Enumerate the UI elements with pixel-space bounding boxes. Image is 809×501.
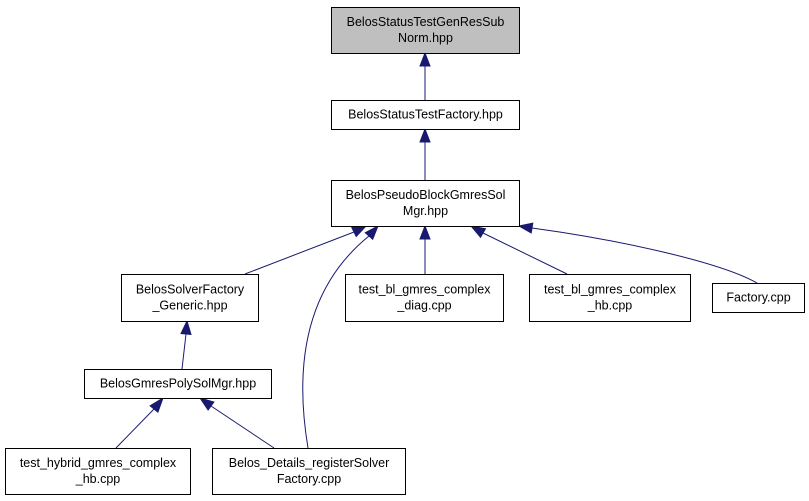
node-n1[interactable]: BelosStatusTestFactory.hpp bbox=[331, 100, 520, 130]
nodes-layer: BelosStatusTestGenResSubNorm.hppBelosSta… bbox=[5, 7, 805, 495]
edge-n7-n3 bbox=[180, 319, 192, 370]
arrowhead-icon bbox=[149, 396, 164, 414]
edge-n8-n7 bbox=[115, 396, 164, 449]
node-n6[interactable]: Factory.cpp bbox=[712, 283, 805, 313]
edge-n5-n2 bbox=[469, 225, 568, 275]
edge-n4-n2 bbox=[419, 224, 431, 274]
node-label-line: _Generic.hpp bbox=[151, 299, 227, 313]
node-label-line: Mgr.hpp bbox=[403, 204, 448, 218]
edge-line bbox=[181, 333, 187, 370]
node-n7[interactable]: BelosGmresPolySolMgr.hpp bbox=[84, 369, 272, 399]
node-label-line: test_hybrid_gmres_complex bbox=[20, 456, 177, 470]
edge-line bbox=[115, 408, 155, 449]
edge-line bbox=[302, 235, 370, 449]
edge-n2-n1 bbox=[419, 127, 431, 180]
arrowhead-icon bbox=[198, 397, 215, 411]
node-box bbox=[121, 274, 259, 322]
edge-n3-n2 bbox=[244, 225, 368, 275]
node-n5[interactable]: test_bl_gmres_complex _hb.cpp bbox=[529, 274, 691, 322]
node-label-line: Belos_Details_registerSolver bbox=[229, 456, 390, 470]
node-box bbox=[712, 283, 805, 313]
node-box bbox=[345, 274, 504, 322]
arrowhead-icon bbox=[180, 319, 192, 335]
edge-line bbox=[244, 231, 355, 275]
node-label-line: _hb.cpp bbox=[75, 472, 121, 486]
node-box bbox=[5, 448, 191, 495]
edge-n6-n2 bbox=[517, 222, 758, 284]
node-label-line: test_bl_gmres_complex bbox=[544, 283, 677, 297]
node-box bbox=[212, 448, 406, 495]
arrowhead-icon bbox=[351, 225, 368, 238]
node-n8[interactable]: test_hybrid_gmres_complex _hb.cpp bbox=[5, 448, 191, 495]
arrowhead-icon bbox=[419, 51, 431, 67]
edge-n1-n0 bbox=[419, 51, 431, 100]
edge-line bbox=[482, 232, 568, 275]
node-box bbox=[529, 274, 691, 322]
node-label-line: BelosSolverFactory bbox=[136, 283, 245, 297]
edge-n9-n7 bbox=[198, 397, 275, 449]
node-label-line: Norm.hpp bbox=[398, 31, 453, 45]
arrowhead-icon bbox=[419, 224, 431, 240]
node-label-line: BelosStatusTestGenResSub bbox=[347, 15, 505, 29]
node-label-line: Factory.cpp bbox=[277, 472, 341, 486]
node-box bbox=[331, 100, 520, 130]
node-box bbox=[84, 369, 272, 399]
edge-n9-n2 bbox=[302, 224, 379, 449]
node-box bbox=[331, 180, 520, 227]
node-label-line: _hb.cpp bbox=[587, 299, 633, 313]
node-label-line: Factory.cpp bbox=[726, 291, 790, 305]
arrowhead-icon bbox=[419, 127, 431, 143]
arrowhead-icon bbox=[517, 222, 534, 234]
arrowhead-icon bbox=[469, 225, 487, 239]
node-label-line: BelosStatusTestFactory.hpp bbox=[348, 108, 503, 122]
edges-layer bbox=[115, 51, 758, 449]
node-label-line: test_bl_gmres_complex bbox=[358, 283, 491, 297]
node-label-line: BelosPseudoBlockGmresSol bbox=[346, 188, 506, 202]
node-n3[interactable]: BelosSolverFactory _Generic.hpp bbox=[121, 274, 259, 322]
edge-line bbox=[210, 405, 275, 449]
node-label-line: _diag.cpp bbox=[396, 299, 451, 313]
node-box bbox=[331, 7, 520, 54]
arrowhead-icon bbox=[364, 224, 379, 241]
edge-line bbox=[531, 227, 758, 284]
node-n4[interactable]: test_bl_gmres_complex _diag.cpp bbox=[345, 274, 504, 322]
node-label-line: BelosGmresPolySolMgr.hpp bbox=[100, 377, 256, 391]
